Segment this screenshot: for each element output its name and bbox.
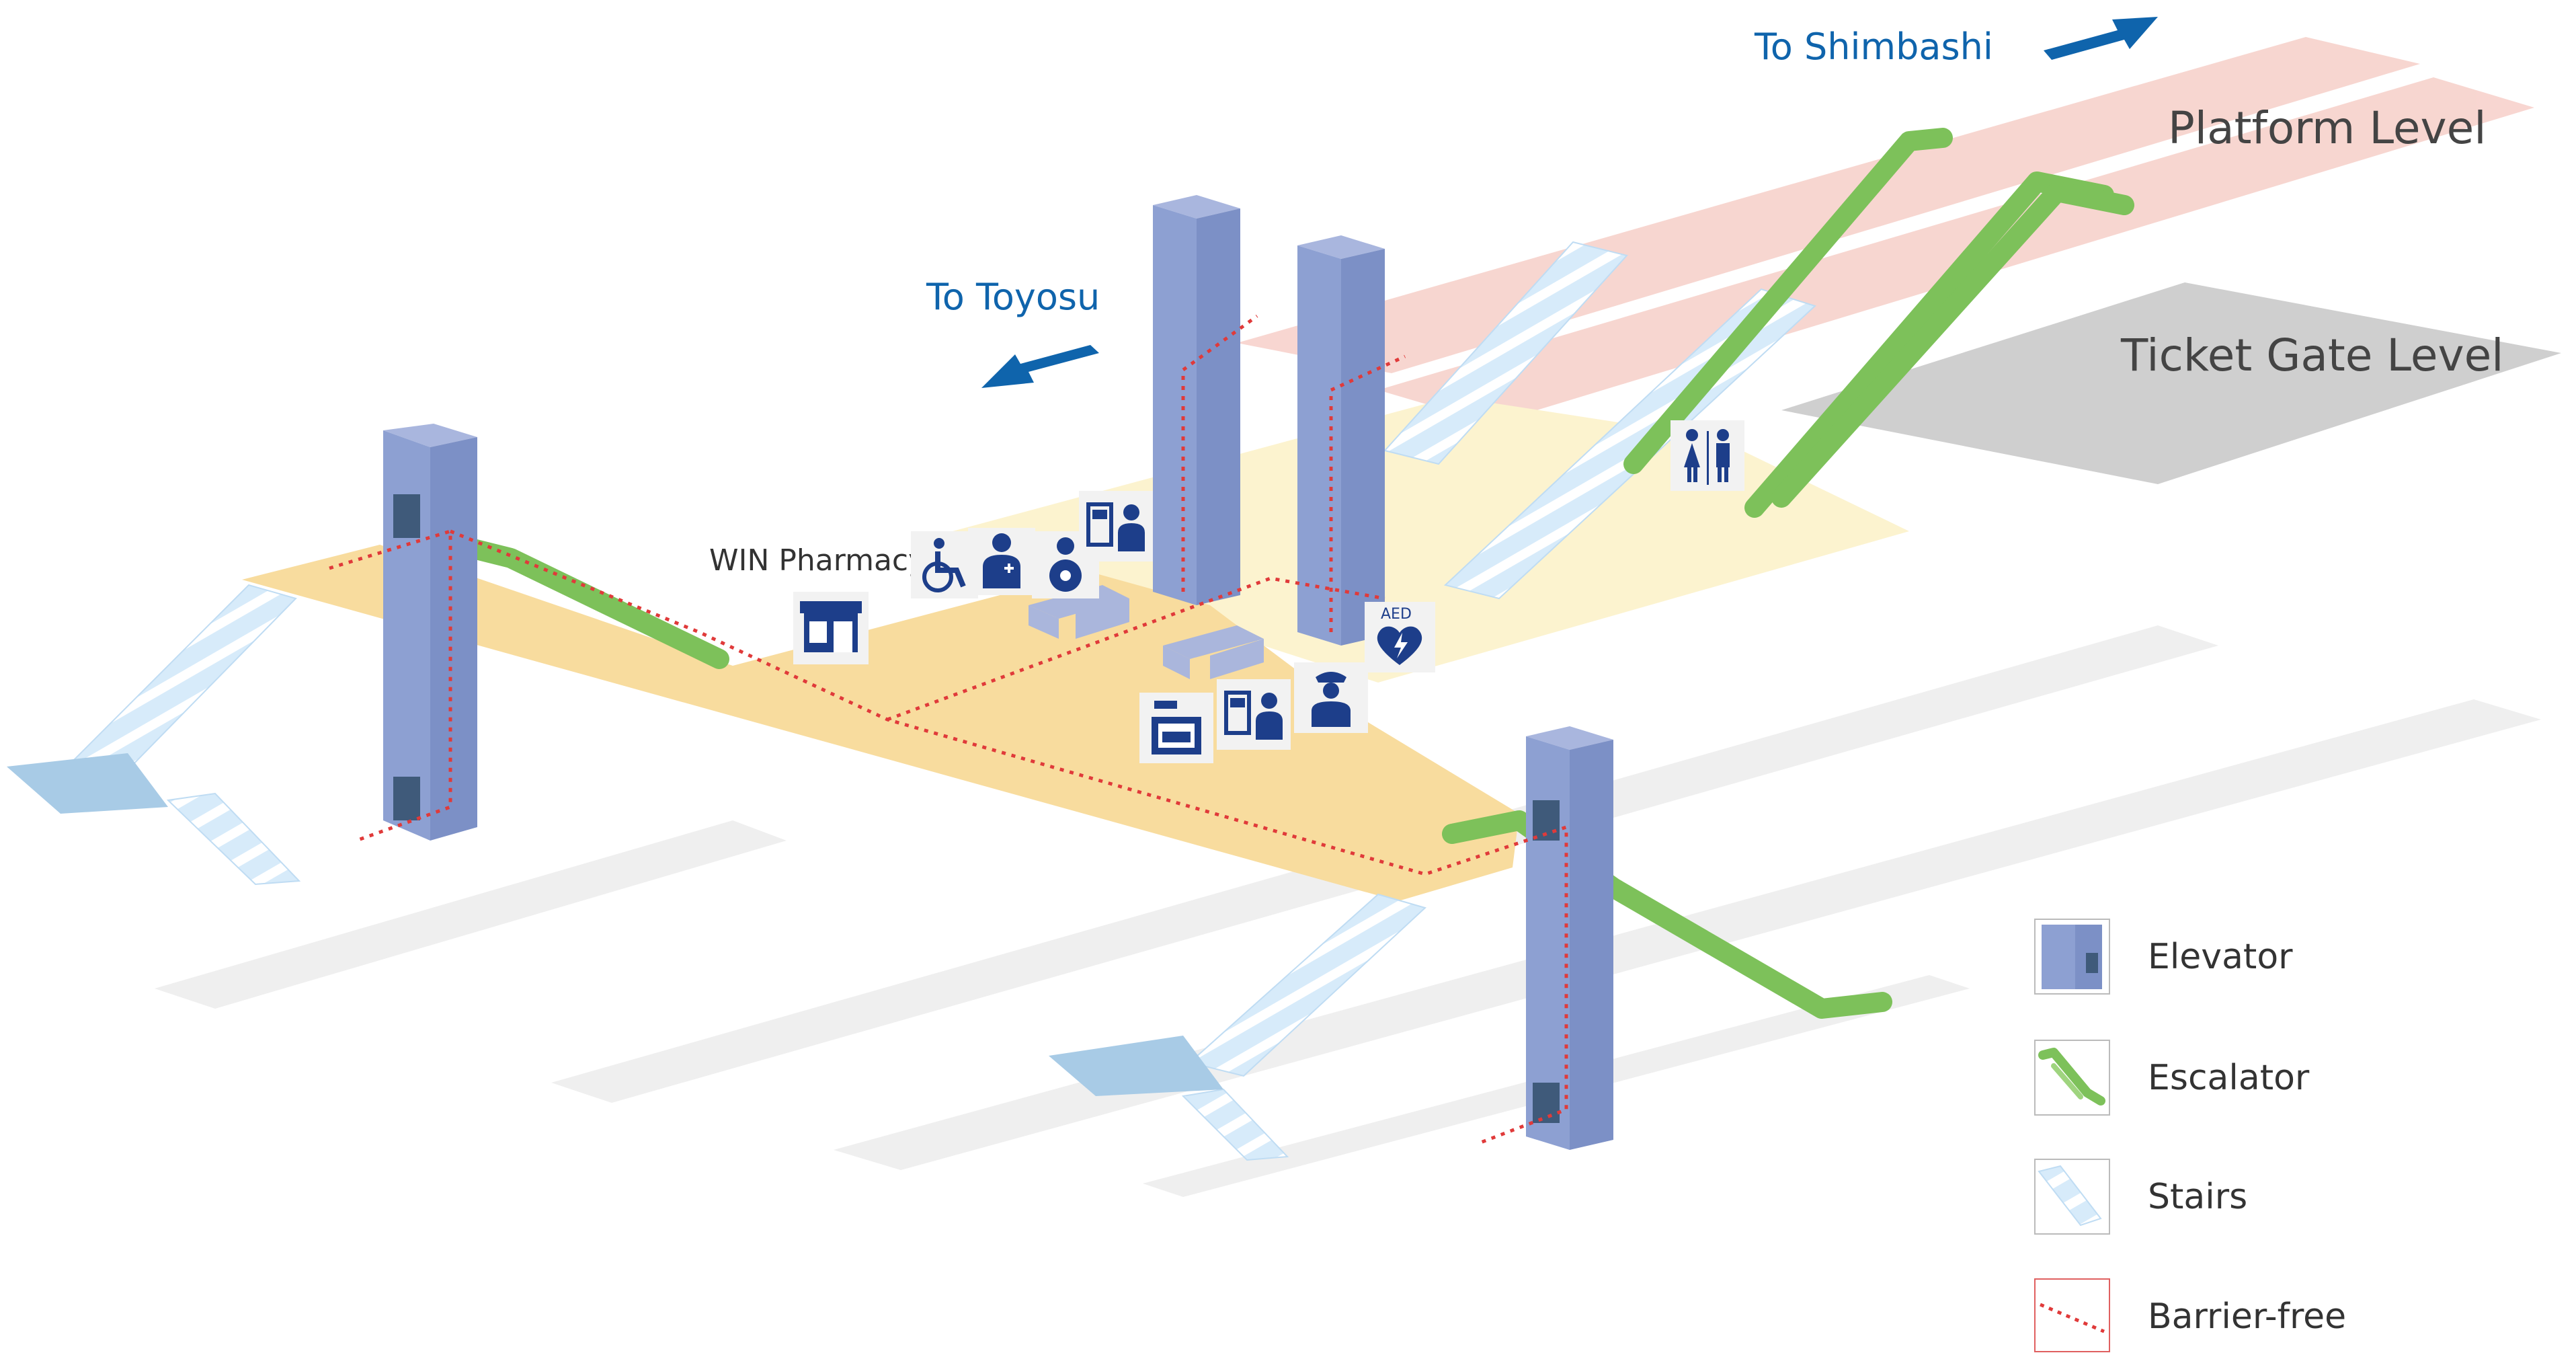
coin-locker-icon bbox=[1139, 693, 1213, 763]
ticket-machine-icon-lower bbox=[1217, 679, 1291, 750]
stairs-west bbox=[72, 584, 297, 771]
legend-barrier-free-label: Barrier-free bbox=[2148, 1296, 2347, 1337]
ticket-gates bbox=[1029, 585, 1264, 679]
stairs-east-concourse bbox=[1188, 893, 1426, 1077]
station-staff-icon bbox=[1294, 662, 1368, 733]
shop-icon bbox=[793, 592, 869, 664]
barrier-free-legend-icon bbox=[2034, 1278, 2110, 1352]
concourse-main bbox=[242, 545, 1519, 901]
escalator-platform-1 bbox=[1623, 128, 1953, 474]
aed-label: AED bbox=[1381, 606, 1412, 623]
escalator-platform-2b bbox=[1771, 182, 2134, 508]
elevator-center-left bbox=[1153, 195, 1240, 605]
ticket-machine-icon bbox=[1079, 491, 1153, 562]
shimbashi-arrow-icon bbox=[2044, 17, 2158, 60]
to-toyosu-label: To Toyosu bbox=[926, 276, 1100, 318]
legend-escalator-label: Escalator bbox=[2148, 1058, 2310, 1098]
stairs-platform-1 bbox=[1383, 241, 1628, 465]
platform-level-label: Platform Level bbox=[2168, 102, 2487, 154]
ticket-gate-level-label: Ticket Gate Level bbox=[2121, 330, 2504, 381]
stairs-legend-icon bbox=[2034, 1159, 2110, 1235]
elevator-east bbox=[1526, 726, 1613, 1150]
escalator-legend-icon bbox=[2034, 1040, 2110, 1116]
elevator-west bbox=[383, 424, 477, 841]
first-aid-icon bbox=[968, 528, 1035, 595]
restroom-icon bbox=[1671, 420, 1744, 491]
escalator-group bbox=[447, 128, 2134, 1019]
elevator-center-right bbox=[1297, 235, 1385, 646]
legend-elevator-label: Elevator bbox=[2148, 937, 2293, 977]
elevator-legend-icon bbox=[2034, 919, 2110, 995]
stair-landings bbox=[7, 753, 1223, 1096]
ticket-gate-level bbox=[1781, 282, 2561, 484]
legend-stairs-label: Stairs bbox=[2148, 1177, 2248, 1217]
toyosu-arrow-icon bbox=[981, 345, 1099, 388]
aed-icon: AED bbox=[1365, 602, 1435, 672]
barrier-free-route bbox=[329, 314, 1568, 1145]
stairs-east-lower bbox=[1181, 1088, 1289, 1161]
wheelchair-icon bbox=[911, 531, 978, 598]
pharmacy-label: WIN Pharmacy bbox=[709, 543, 926, 578]
to-shimbashi-label: To Shimbashi bbox=[1755, 26, 1993, 68]
stairs-west-lower bbox=[166, 792, 301, 886]
